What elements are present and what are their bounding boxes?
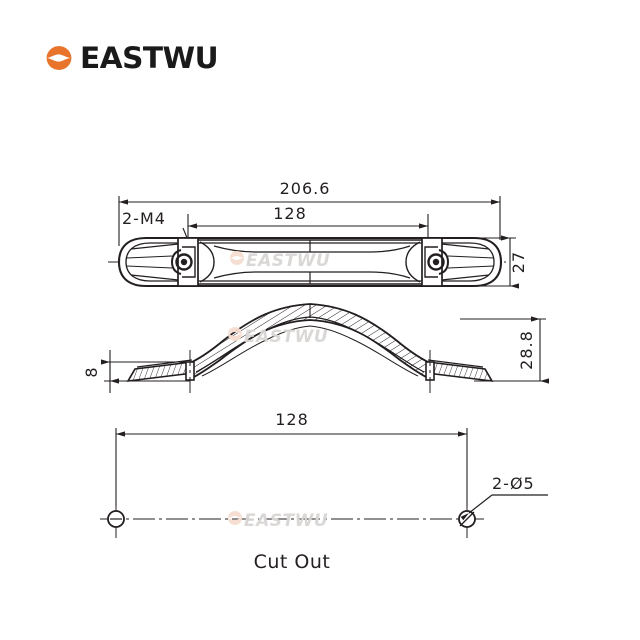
dim-label-8: 8: [82, 366, 101, 377]
dim-label-206-6: 206.6: [280, 179, 331, 198]
watermark-side: EASTWU: [228, 327, 328, 347]
left-screw-boss: [170, 237, 199, 287]
right-mount-post: [425, 350, 435, 393]
dim-label-28-8: 28.8: [517, 330, 536, 370]
side-view: 28.8 8: [82, 303, 549, 393]
watermark-top: EASTWU: [230, 251, 330, 271]
cutout-hole-left: [107, 500, 125, 538]
callout-2-dia5: 2-Ø5: [460, 474, 548, 521]
right-screw-boss: [421, 237, 450, 287]
handle-inner-outline: [125, 242, 495, 282]
cutout-caption: Cut Out: [254, 551, 331, 573]
dimension-27: 27: [466, 235, 528, 289]
watermark-cutout: EASTWU: [228, 511, 328, 531]
callout-label-2-dia5: 2-Ø5: [492, 474, 535, 493]
svg-text:EASTWU: EASTWU: [246, 251, 330, 271]
dim-label-27: 27: [509, 251, 528, 273]
dimension-206_6: 206.6: [118, 179, 501, 246]
dim-label-128-cutout: 128: [275, 410, 309, 429]
eastwu-logo: EASTWU: [44, 40, 219, 76]
logo-wordmark: EASTWU: [80, 40, 219, 75]
cutout-hole-right: [458, 500, 476, 538]
left-base-plate: [126, 359, 193, 382]
right-base-plate: [427, 359, 494, 382]
dim-label-128-top: 128: [273, 204, 307, 223]
svg-text:EASTWU: EASTWU: [244, 327, 328, 347]
dimension-128-cutout: 128: [115, 410, 468, 506]
handle-outer-outline: [117, 236, 503, 288]
top-view: 206.6 128 2-M4 27: [108, 179, 528, 289]
callout-label-2-M4: 2-M4: [122, 209, 166, 228]
left-mount-post: [185, 350, 195, 393]
cut-out-view: 128 2-Ø5 Cut Out: [100, 410, 548, 573]
lens-leaf-icon: [46, 46, 72, 70]
svg-text:EASTWU: EASTWU: [244, 511, 328, 531]
